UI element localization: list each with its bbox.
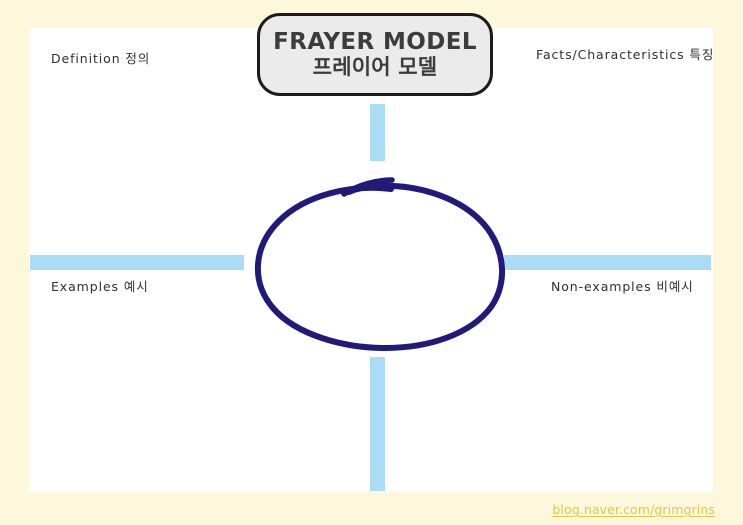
page-title-english: FRAYER MODEL	[273, 28, 477, 55]
divider-bar-bottom	[370, 357, 385, 491]
page-title-korean: 프레이어 모델	[312, 55, 438, 79]
quadrant-label-examples: Examples 예시	[51, 279, 149, 294]
quadrant-label-facts: Facts/Characteristics 특징	[536, 47, 715, 62]
title-box: FRAYER MODEL 프레이어 모델	[257, 13, 493, 96]
quadrant-label-non-examples: Non-examples 비예시	[551, 279, 694, 294]
divider-bar-right	[504, 255, 711, 270]
quadrant-label-definition: Definition 정의	[51, 51, 151, 66]
footer-blog-link[interactable]: blog.naver.com/grimgrins	[552, 502, 715, 517]
divider-bar-left	[30, 255, 244, 270]
divider-bar-top	[370, 104, 385, 161]
